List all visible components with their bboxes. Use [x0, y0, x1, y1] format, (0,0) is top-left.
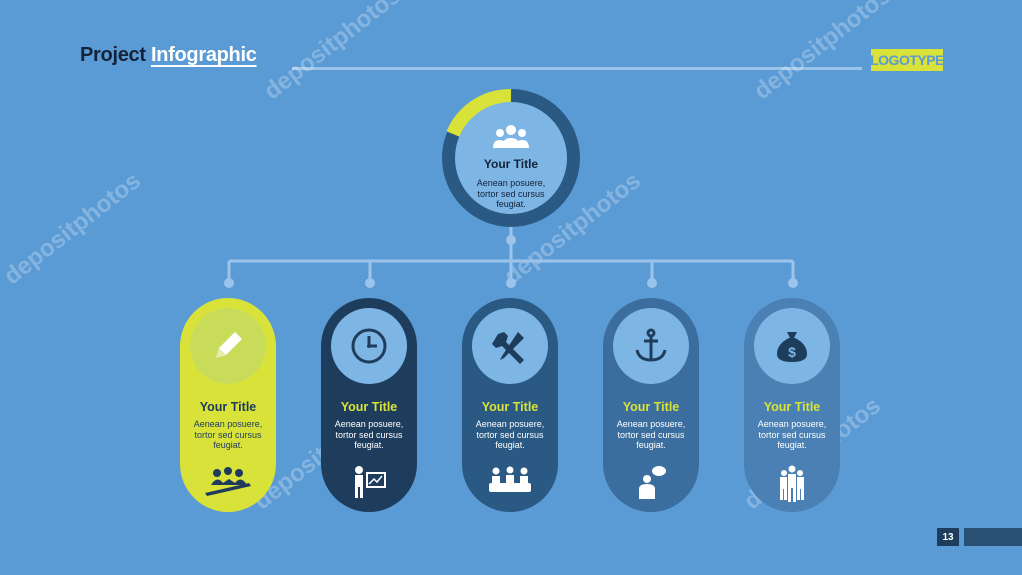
card-4-title: Your Title	[622, 400, 680, 414]
top-node-title: Your Title	[483, 157, 539, 171]
card-5-desc: Aenean posuere, tortor sed cursus feugia…	[757, 419, 827, 450]
title-underline	[292, 67, 862, 70]
card-3-desc: Aenean posuere, tortor sed cursus feugia…	[475, 419, 545, 450]
top-node-desc: Aenean posuere, tortor sed cursus feugia…	[476, 178, 546, 209]
presenter-icon	[321, 465, 417, 504]
card-3: Your Title Aenean posuere, tortor sed cu…	[462, 298, 558, 512]
card-5-title: Your Title	[763, 400, 821, 414]
card-1-desc: Aenean posuere, tortor sed cursus feugia…	[193, 419, 263, 450]
logotype: LOGOTYPE	[870, 49, 944, 71]
card-1-title: Your Title	[199, 400, 257, 414]
pencil-icon	[190, 308, 266, 384]
card-2-title: Your Title	[340, 400, 398, 414]
page-number: 13	[937, 528, 959, 546]
svg-text:$: $	[788, 344, 796, 360]
card-2-desc: Aenean posuere, tortor sed cursus feugia…	[334, 419, 404, 450]
progress-ring	[442, 89, 580, 227]
card-4: Your Title Aenean posuere, tortor sed cu…	[603, 298, 699, 512]
clock-icon	[331, 308, 407, 384]
card-2: Your Title Aenean posuere, tortor sed cu…	[321, 298, 417, 512]
anchor-icon	[613, 308, 689, 384]
top-node: Your Title Aenean posuere, tortor sed cu…	[442, 89, 580, 227]
team-meeting-icon	[180, 465, 276, 502]
page-bar	[964, 528, 1022, 546]
conference-table-icon	[462, 465, 558, 498]
card-5: $ Your Title Aenean posuere, tortor sed …	[744, 298, 840, 512]
tools-icon	[472, 308, 548, 384]
title-part-1: Project	[80, 44, 146, 66]
group-icon	[455, 124, 567, 153]
card-1: Your Title Aenean posuere, tortor sed cu…	[180, 298, 276, 512]
title-part-2: Infographic	[150, 44, 257, 66]
group-standing-icon	[744, 465, 840, 508]
card-4-desc: Aenean posuere, tortor sed cursus feugia…	[616, 419, 686, 450]
card-3-title: Your Title	[481, 400, 539, 414]
top-node-inner: Your Title Aenean posuere, tortor sed cu…	[455, 102, 567, 214]
slide-title: Project Infographic	[80, 44, 257, 67]
speaking-person-icon	[603, 465, 699, 504]
money-bag-icon: $	[754, 308, 830, 384]
